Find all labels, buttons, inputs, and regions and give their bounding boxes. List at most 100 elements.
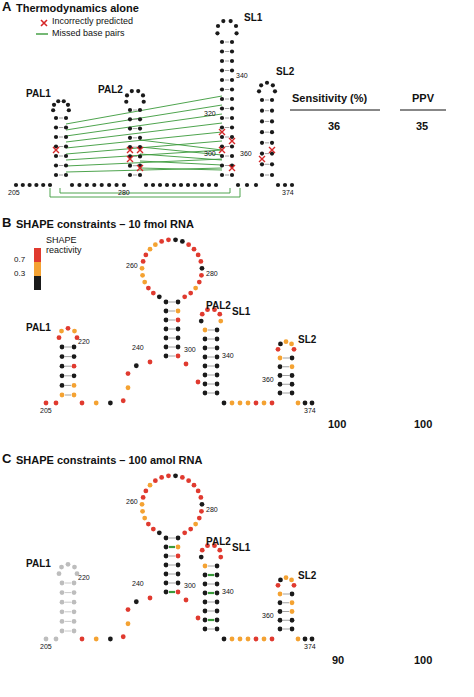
nucleotide — [265, 81, 269, 85]
nucleotide — [215, 627, 220, 632]
nucleotide — [126, 371, 131, 376]
nucleotide — [220, 97, 224, 101]
nucleotide — [128, 164, 132, 168]
nucleotide — [72, 383, 77, 388]
metric-value: 36 — [328, 120, 340, 132]
base-pair-line — [59, 165, 63, 166]
incorrect-mark — [127, 156, 133, 162]
base-pair-line — [265, 110, 269, 111]
nucleotide — [278, 364, 283, 369]
base-pair-line — [283, 366, 289, 367]
nucleotide — [44, 401, 49, 406]
nucleotide — [215, 564, 220, 569]
incorrect-mark — [137, 165, 143, 171]
base-pair-line — [283, 620, 289, 621]
nucleotide — [238, 401, 243, 406]
nucleotide — [270, 109, 274, 113]
nucleotide — [14, 183, 18, 187]
legend-swatch — [36, 33, 48, 34]
incorrect-mark — [127, 147, 133, 153]
base-pair-line — [225, 127, 229, 128]
metric-value: 100 — [414, 654, 432, 666]
nucleotide — [220, 40, 224, 44]
nucleotide — [230, 154, 234, 158]
nucleotide — [215, 373, 220, 378]
nucleotide — [220, 87, 224, 91]
base-pair-line — [133, 119, 137, 120]
position-number: 374 — [282, 189, 294, 197]
nucleotide — [54, 154, 58, 158]
nucleotide — [215, 355, 220, 360]
nucleotide — [142, 100, 146, 104]
nucleotide — [193, 522, 198, 527]
base-pair-line — [208, 574, 214, 576]
nucleotide — [220, 135, 224, 139]
incorrect-mark — [127, 147, 133, 153]
column-header: PPV — [412, 92, 434, 104]
base-pair-line — [208, 357, 214, 358]
base-pair-line — [169, 320, 175, 321]
nucleotide — [56, 99, 60, 103]
base-pair-line — [225, 175, 229, 176]
nucleotide — [290, 364, 295, 369]
nucleotide — [203, 573, 208, 578]
nucleotide — [94, 401, 99, 406]
nucleotide — [260, 141, 264, 145]
position-number: 260 — [126, 498, 138, 506]
base-pair-line — [59, 175, 63, 176]
nucleotide — [57, 571, 62, 576]
nucleotide — [238, 637, 243, 642]
nucleotide — [220, 125, 224, 129]
nucleotide — [164, 590, 169, 595]
nucleotide — [270, 637, 275, 642]
nucleotide — [80, 637, 85, 642]
base-pair-line — [225, 61, 229, 62]
nucleotide — [260, 119, 264, 123]
position-number: 205 — [40, 407, 52, 415]
nucleotide — [72, 565, 77, 570]
position-number: 280 — [206, 270, 218, 278]
nucleotide — [186, 183, 190, 187]
nucleotide — [221, 19, 225, 23]
nucleotide — [126, 621, 131, 626]
nucleotide — [186, 242, 191, 247]
nucleotide — [52, 103, 56, 107]
nucleotide — [80, 401, 85, 406]
incorrect-mark — [137, 147, 143, 153]
nucleotide — [128, 126, 132, 130]
nucleotide — [215, 337, 220, 342]
nucleotide — [220, 163, 224, 167]
structure-b — [44, 237, 315, 405]
nucleotide — [164, 327, 169, 332]
nucleotide — [66, 103, 70, 107]
nucleotide — [276, 183, 280, 187]
domain-label: PAL2 — [206, 300, 231, 311]
nucleotide — [164, 300, 169, 305]
nucleotide — [164, 336, 169, 341]
nucleotide — [60, 383, 65, 388]
nucleotide — [166, 237, 171, 242]
nucleotide — [245, 183, 249, 187]
base-pair-line — [169, 356, 175, 357]
nucleotide — [215, 582, 220, 587]
nucleotide — [60, 609, 65, 614]
position-number: 260 — [126, 262, 138, 270]
nucleotide — [126, 385, 131, 390]
missed-pair-line — [140, 168, 222, 170]
incorrect-mark — [127, 156, 133, 162]
nucleotide — [143, 489, 148, 494]
nucleotide — [85, 183, 89, 187]
nucleotide — [72, 581, 77, 586]
nucleotide — [192, 483, 197, 488]
domain-label: PAL2 — [206, 536, 231, 547]
nucleotide — [108, 401, 113, 406]
nucleotide — [276, 583, 281, 588]
color-scale — [34, 262, 41, 276]
nucleotide — [138, 173, 142, 177]
nucleotide — [72, 393, 77, 398]
nucleotide — [121, 398, 126, 403]
nucleotide — [203, 609, 208, 614]
base-pair-line — [283, 602, 289, 603]
nucleotide — [278, 342, 283, 347]
nucleotide — [200, 266, 205, 271]
